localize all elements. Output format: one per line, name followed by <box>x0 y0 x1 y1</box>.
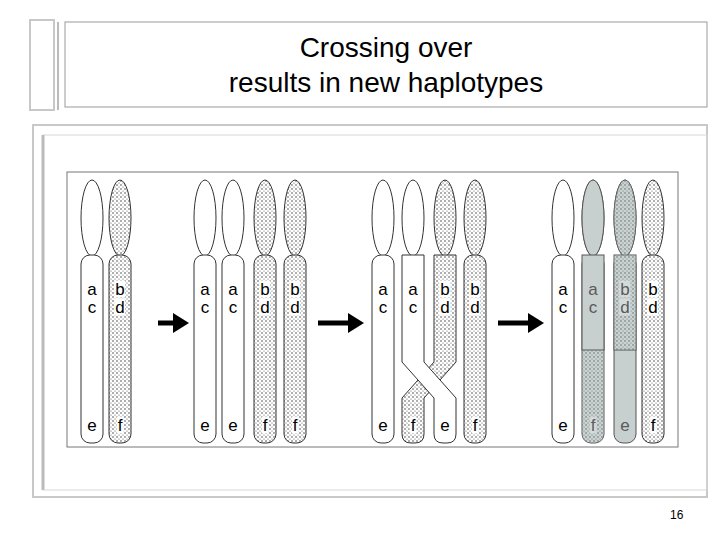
gene-letter: e <box>619 417 630 434</box>
gene-letter: e <box>557 417 568 434</box>
gene-letter: f <box>292 417 299 434</box>
slide-title: Crossing over results in new haplotypes <box>65 22 707 107</box>
gene-letter: d <box>469 299 480 316</box>
gene-letter: f <box>590 417 597 434</box>
gene-letter: c <box>408 299 419 316</box>
gene-letter: a <box>377 281 388 298</box>
gene-letter: d <box>647 299 658 316</box>
gene-letter: a <box>199 281 210 298</box>
gene-letter: a <box>557 281 568 298</box>
gene-letter: d <box>439 299 450 316</box>
gene-letter: b <box>469 281 480 298</box>
gene-letter: e <box>199 417 210 434</box>
gene-letter: c <box>200 299 211 316</box>
gene-letter: a <box>86 281 97 298</box>
gene-letter: c <box>87 299 98 316</box>
gene-letter: e <box>227 417 238 434</box>
gene-letter: a <box>587 281 598 298</box>
gene-letter: f <box>472 417 479 434</box>
gene-letter: b <box>259 281 270 298</box>
gene-letter: e <box>377 417 388 434</box>
gene-letter: a <box>227 281 238 298</box>
gene-letter: c <box>588 299 599 316</box>
page-number: 16 <box>670 508 683 522</box>
gene-letter: e <box>86 417 97 434</box>
gene-letter: e <box>439 417 450 434</box>
gene-letter: d <box>619 299 630 316</box>
gene-letter: c <box>558 299 569 316</box>
gene-letter: d <box>259 299 270 316</box>
gene-letter: f <box>410 417 417 434</box>
gene-letter: b <box>647 281 658 298</box>
gene-letter: f <box>117 417 124 434</box>
gene-letter: f <box>262 417 269 434</box>
gene-letter: a <box>407 281 418 298</box>
gene-letter: b <box>439 281 450 298</box>
gene-letter: c <box>228 299 239 316</box>
gene-letter: b <box>289 281 300 298</box>
gene-letter: d <box>289 299 300 316</box>
gene-letter: f <box>650 417 657 434</box>
gene-letter: c <box>378 299 389 316</box>
gene-letter: b <box>619 281 630 298</box>
gene-letter: b <box>114 281 125 298</box>
gene-letter: d <box>114 299 125 316</box>
